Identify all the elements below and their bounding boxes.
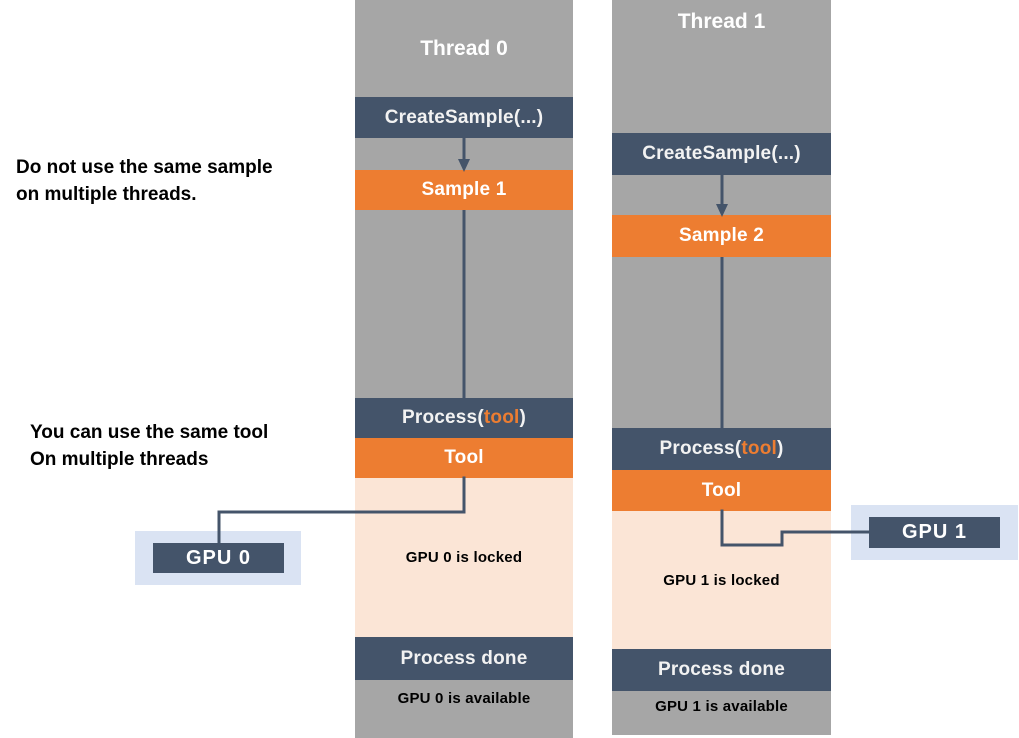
thread-1-process-text: Process( bbox=[659, 438, 742, 459]
thread-1-locked-label: GPU 1 is locked bbox=[663, 571, 780, 589]
thread-1-column: Thread 1 CreateSample(...) Sample 2 Proc… bbox=[612, 0, 831, 735]
gpu-1-box[interactable]: GPU 1 bbox=[869, 517, 1000, 548]
thread-0-gap-2 bbox=[355, 210, 573, 398]
thread-0-process-done-label: Process done bbox=[400, 647, 528, 669]
thread-1-tool-band: Tool bbox=[612, 470, 831, 511]
thread-0-process-text-end: ) bbox=[519, 407, 527, 428]
thread-0-locked-label: GPU 0 is locked bbox=[405, 549, 523, 566]
thread-1-create-sample-band: CreateSample(...) bbox=[612, 133, 831, 175]
thread-1-process-arg: tool bbox=[741, 438, 777, 459]
thread-1-process-band: Process(tool) bbox=[612, 428, 831, 470]
thread-0-process-arg: tool bbox=[483, 407, 520, 428]
thread-1-create-sample-label: CreateSample(...) bbox=[642, 143, 801, 164]
thread-1-process-label: Process(tool) bbox=[659, 438, 783, 460]
thread-0-process-text: Process( bbox=[401, 407, 484, 428]
thread-0-sample-label: Sample 1 bbox=[421, 179, 507, 200]
thread-0-available-label: GPU 0 is available bbox=[397, 690, 531, 707]
thread-1-available-label: GPU 1 is available bbox=[655, 698, 788, 715]
thread-1-gap-1 bbox=[612, 175, 831, 215]
thread-1-locked-band: GPU 1 is locked bbox=[612, 511, 831, 649]
thread-1-title-band: Thread 1 bbox=[612, 0, 831, 133]
thread-1-sample-label: Sample 2 bbox=[678, 225, 765, 246]
thread-0-title-band: Thread 0 bbox=[355, 0, 573, 97]
thread-1-sample-band: Sample 2 bbox=[612, 215, 831, 257]
thread-1-available-band: GPU 1 is available bbox=[612, 691, 831, 735]
thread-0-title: Thread 0 bbox=[420, 36, 508, 60]
thread-0-process-label: Process(tool) bbox=[402, 407, 526, 429]
tool-reuse-note: You can use the same tool On multiple th… bbox=[30, 422, 269, 470]
thread-0-tool-band: Tool bbox=[355, 438, 573, 478]
thread-1-process-text-end: ) bbox=[776, 438, 784, 459]
thread-0-column: Thread 0 CreateSample(...) Sample 1 Proc… bbox=[355, 0, 573, 738]
thread-0-create-sample-band: CreateSample(...) bbox=[355, 97, 573, 138]
thread-1-title: Thread 1 bbox=[677, 10, 766, 33]
thread-0-create-sample-label: CreateSample(...) bbox=[384, 106, 544, 128]
thread-0-gap-1 bbox=[355, 138, 573, 170]
thread-0-sample-band: Sample 1 bbox=[355, 170, 573, 210]
gpu-0-label: GPU 0 bbox=[185, 546, 252, 569]
sample-warning-note: Do not use the same sample on multiple t… bbox=[16, 157, 273, 205]
thread-0-available-band: GPU 0 is available bbox=[355, 680, 573, 738]
gpu-1-label: GPU 1 bbox=[901, 521, 968, 543]
thread-1-process-done-band: Process done bbox=[612, 649, 831, 691]
thread-1-process-done-label: Process done bbox=[657, 659, 785, 680]
thread-0-process-done-band: Process done bbox=[355, 637, 573, 680]
thread-1-gap-2 bbox=[612, 257, 831, 428]
gpu-0-box[interactable]: GPU 0 bbox=[153, 543, 284, 573]
thread-1-tool-label: Tool bbox=[701, 479, 742, 501]
thread-0-process-band: Process(tool) bbox=[355, 398, 573, 438]
thread-0-locked-band: GPU 0 is locked bbox=[355, 478, 573, 637]
thread-0-tool-label: Tool bbox=[444, 447, 484, 468]
